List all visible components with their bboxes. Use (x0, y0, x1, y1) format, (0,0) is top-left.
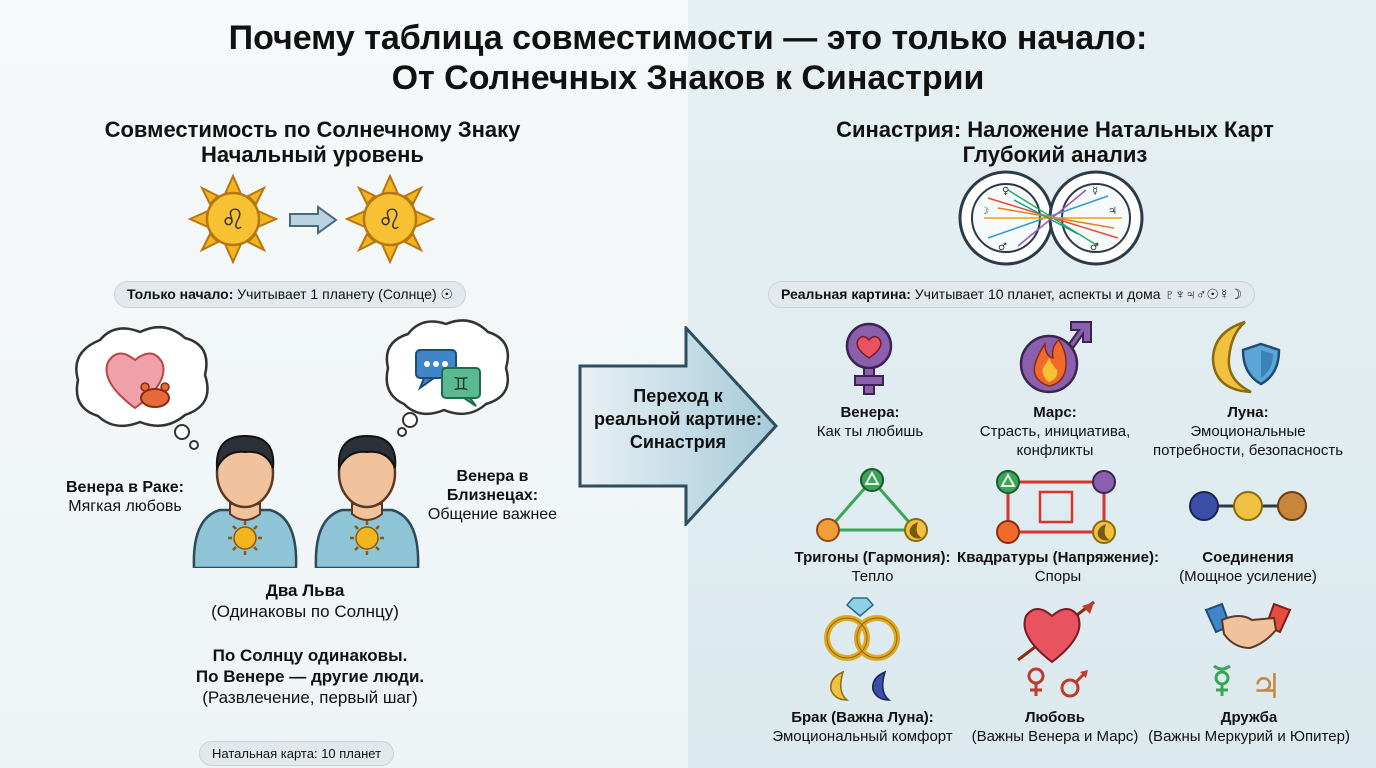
svg-text:♊: ♊ (453, 374, 469, 395)
pill-bold-text: Только начало: (127, 286, 234, 302)
svg-text:♌: ♌ (377, 203, 402, 236)
summary-bold-1: По Солнцу одинаковы. (212, 646, 408, 665)
svg-text:♃: ♃ (1108, 206, 1117, 217)
summary-bold-2: По Венере — другие люди. (195, 667, 425, 686)
venus-gemini-text: Общение важнее (427, 506, 558, 523)
venus-gemini-bold-2: Близнецах: (446, 487, 539, 504)
love-label: Любовь (Важны Венера и Марс) (962, 708, 1148, 746)
square-label: Квадратуры (Напряжение): Споры (953, 548, 1163, 586)
thought-bubble-chat-gemini: ♊ (380, 312, 515, 437)
svg-text:♀: ♀ (1002, 186, 1009, 197)
right-subheading: Глубокий анализ (962, 142, 1148, 167)
venus-label: Венера: Как ты любишь (780, 403, 960, 441)
moon-text-1: Эмоциональные (1190, 423, 1306, 440)
person-right-avatar (312, 428, 422, 568)
svg-text:♂: ♂ (998, 242, 1007, 253)
moon-label: Луна: Эмоциональные потребности, безопас… (1150, 403, 1346, 460)
trine-text: Тепло (851, 568, 894, 585)
page-title-line1: Почему таблица совместимости — это тольк… (228, 19, 1148, 57)
right-heading: Синастрия: Наложение Натальных Карт (836, 117, 1274, 142)
square-bold: Квадратуры (Напряжение): (957, 549, 1159, 566)
sun-only-pill: Только начало: Учитывает 1 планету (Солн… (114, 281, 467, 308)
person-left-avatar (190, 428, 300, 568)
conjunction-label: Соединения (Мощное усиление) (1160, 548, 1336, 586)
transition-line-1: Переход к (633, 386, 723, 406)
natal-chart-pill: Натальная карта: 10 планет (199, 741, 395, 766)
conjunction-text: (Мощное усиление) (1179, 568, 1317, 585)
trine-label: Тригоны (Гармония): Тепло (790, 548, 955, 586)
handshake-icon: ♃ (1200, 600, 1296, 706)
two-leos-text: (Одинаковы по Солнцу) (211, 602, 399, 621)
venus-heart-icon (840, 318, 898, 398)
real-pill-text: Учитывает 10 планет, аспекты и дома ♇♆♃♂… (910, 286, 1243, 302)
transition-label: Переход к реальной картине: Синастрия (578, 385, 778, 454)
arrow-right-icon (288, 205, 338, 235)
love-text: (Важны Венера и Марс) (971, 728, 1139, 745)
page-title-line2: От Солнечных Знаков к Синастрии (391, 59, 985, 97)
marriage-bold: Брак (Важна Луна): (791, 709, 934, 726)
venus-cancer-bold: Венера в Раке: (65, 479, 184, 496)
mars-text-1: Страсть, инициатива, (979, 423, 1131, 440)
square-aspect-icon (994, 468, 1118, 544)
summary-label: По Солнцу одинаковы. По Венере — другие … (150, 645, 470, 708)
friendship-bold: Дружба (1220, 709, 1278, 726)
two-leos-bold: Два Льва (265, 581, 345, 600)
two-leos-label: Два Льва (Одинаковы по Солнцу) (180, 580, 430, 622)
mars-label: Марс: Страсть, инициатива, конфликты (960, 403, 1150, 460)
real-picture-pill: Реальная картина: Учитывает 10 планет, а… (768, 281, 1256, 308)
trine-bold: Тригоны (Гармония): (794, 549, 951, 566)
mars-text-2: конфликты (1016, 442, 1094, 459)
conjunction-icon (1186, 488, 1310, 524)
trine-icon (812, 468, 932, 544)
venus-cancer-text: Мягкая любовь (68, 498, 182, 515)
summary-text: (Развлечение, первый шаг) (202, 688, 418, 707)
leo-glyph: ♌ (220, 203, 245, 236)
pill-text: Учитывает 1 планету (Солнце) ☉ (233, 286, 454, 302)
sun-leo-icon-2: ♌ (345, 174, 435, 264)
venus-gemini-label: Венера в Близнецах: Общение важнее (410, 467, 575, 524)
mars-fire-icon (1015, 320, 1095, 396)
love-heart-arrow-icon (1012, 596, 1112, 706)
sun-leo-icon: ♌ (188, 174, 278, 264)
svg-text:♂: ♂ (1090, 242, 1099, 253)
transition-line-3: Синастрия (629, 432, 727, 452)
svg-text:☿: ☿ (1092, 186, 1098, 197)
square-text: Споры (1034, 568, 1082, 585)
left-subheading: Начальный уровень (201, 142, 424, 167)
venus-gemini-bold-1: Венера в (456, 468, 529, 485)
thought-bubble-heart-crab (70, 320, 215, 450)
moon-bold: Луна: (1227, 404, 1269, 421)
love-bold: Любовь (1024, 709, 1085, 726)
moon-shield-icon (1205, 318, 1289, 396)
marriage-label: Брак (Важна Луна): Эмоциональный комфорт (765, 708, 960, 746)
real-pill-bold: Реальная картина: (781, 286, 911, 302)
svg-text:♃: ♃ (1251, 667, 1281, 706)
moon-text-2: потребности, безопасность (1152, 442, 1344, 459)
friendship-label: Дружба (Важны Меркурий и Юпитер) (1144, 708, 1354, 746)
mars-bold: Марс: (1033, 404, 1077, 421)
synastry-charts-icon: ☽ ♀ ♂ ♃ ☿ ♂ (958, 168, 1144, 268)
venus-cancer-label: Венера в Раке: Мягкая любовь (40, 478, 210, 516)
venus-text: Как ты любишь (816, 423, 924, 440)
venus-bold: Венера: (840, 404, 900, 421)
left-heading: Совместимость по Солнечному Знаку (104, 117, 521, 142)
transition-arrow-icon (578, 326, 780, 526)
marriage-text: Эмоциональный комфорт (772, 728, 953, 745)
svg-text:☽: ☽ (980, 206, 989, 217)
conjunction-bold: Соединения (1202, 549, 1294, 566)
friendship-text: (Важны Меркурий и Юпитер) (1148, 728, 1350, 745)
wedding-rings-icon (815, 596, 911, 706)
transition-line-2: реальной картине: (594, 409, 762, 429)
